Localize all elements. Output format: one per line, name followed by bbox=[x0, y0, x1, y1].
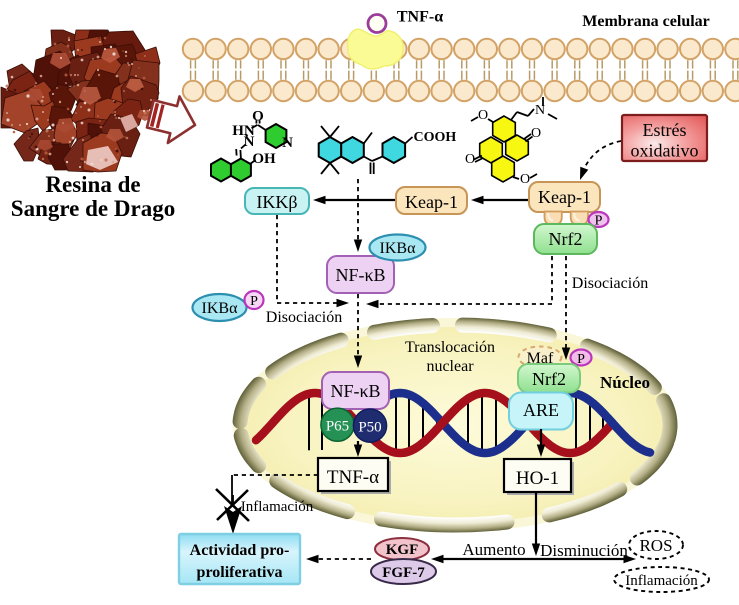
svg-text:Resina de: Resina de bbox=[45, 172, 140, 197]
svg-text:OH: OH bbox=[252, 151, 276, 167]
svg-text:Translocación: Translocación bbox=[405, 339, 495, 356]
svg-text:proliferativa: proliferativa bbox=[197, 564, 283, 581]
svg-text:Inflamación: Inflamación bbox=[241, 499, 314, 515]
svg-text:Inflamación: Inflamación bbox=[625, 573, 698, 589]
svg-text:Disociación: Disociación bbox=[572, 275, 648, 292]
svg-text:IKBα: IKBα bbox=[380, 240, 417, 257]
svg-text:O: O bbox=[531, 126, 541, 141]
svg-text:Actividad pro-: Actividad pro- bbox=[190, 542, 290, 559]
svg-text:oxidativo: oxidativo bbox=[631, 141, 699, 161]
svg-text:ARE: ARE bbox=[523, 400, 559, 420]
svg-text:O: O bbox=[465, 152, 475, 167]
svg-text:Keap-1: Keap-1 bbox=[538, 187, 591, 207]
svg-text:Membrana celular: Membrana celular bbox=[582, 13, 710, 30]
svg-text:Nrf2: Nrf2 bbox=[532, 369, 566, 389]
svg-text:Estrés: Estrés bbox=[643, 120, 687, 140]
svg-text:O: O bbox=[520, 172, 530, 187]
svg-text:FGF-7: FGF-7 bbox=[382, 565, 425, 581]
svg-text:P: P bbox=[577, 352, 585, 367]
svg-text:Disociación: Disociación bbox=[266, 309, 342, 326]
svg-text:Nrf2: Nrf2 bbox=[549, 229, 583, 249]
svg-text:ROS: ROS bbox=[639, 536, 672, 555]
svg-text:NF-κB: NF-κB bbox=[335, 265, 385, 285]
svg-text:IKBα: IKBα bbox=[202, 300, 239, 317]
svg-text:nuclear: nuclear bbox=[426, 358, 474, 375]
svg-text:KGF: KGF bbox=[386, 542, 419, 558]
svg-text:NF-κB: NF-κB bbox=[330, 381, 380, 401]
svg-text:Aumento: Aumento bbox=[462, 540, 525, 559]
svg-text:Núcleo: Núcleo bbox=[600, 373, 650, 392]
svg-text:P50: P50 bbox=[358, 420, 381, 436]
svg-text:O: O bbox=[478, 108, 488, 123]
svg-text:P: P bbox=[250, 294, 258, 309]
svg-text:IKKβ: IKKβ bbox=[256, 192, 297, 212]
svg-text:Keap-1: Keap-1 bbox=[405, 192, 458, 212]
svg-text:COOH: COOH bbox=[414, 130, 457, 145]
svg-text:P: P bbox=[595, 214, 603, 229]
svg-text:TNF-α: TNF-α bbox=[397, 9, 443, 26]
svg-text:N: N bbox=[535, 103, 545, 118]
svg-text:N: N bbox=[282, 135, 293, 151]
svg-text:Disminución: Disminución bbox=[540, 541, 628, 560]
svg-text:P65: P65 bbox=[326, 419, 349, 435]
svg-text:TNF-α: TNF-α bbox=[327, 467, 379, 488]
svg-text:N: N bbox=[244, 134, 255, 150]
svg-text:HO-1: HO-1 bbox=[516, 468, 559, 489]
svg-text:Sangre de Drago: Sangre de Drago bbox=[11, 196, 175, 221]
